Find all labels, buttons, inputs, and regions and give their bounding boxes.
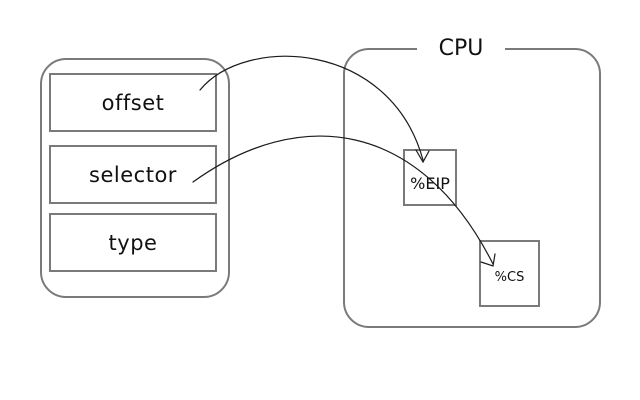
- field-offset-label: offset: [101, 90, 165, 115]
- field-offset: offset: [49, 73, 217, 132]
- field-type-label: type: [108, 230, 158, 255]
- cpu-title: CPU: [417, 35, 505, 63]
- register-eip: %EIP: [403, 149, 457, 206]
- register-cs: %CS: [479, 240, 540, 307]
- cpu-box: CPU %EIP %CS: [343, 35, 601, 328]
- register-eip-label: %EIP: [410, 174, 450, 193]
- register-cs-label: %CS: [494, 270, 525, 285]
- field-type: type: [49, 213, 217, 272]
- field-selector-label: selector: [89, 162, 177, 187]
- field-selector: selector: [49, 145, 217, 204]
- descriptor-structure: offset selector type: [40, 58, 230, 298]
